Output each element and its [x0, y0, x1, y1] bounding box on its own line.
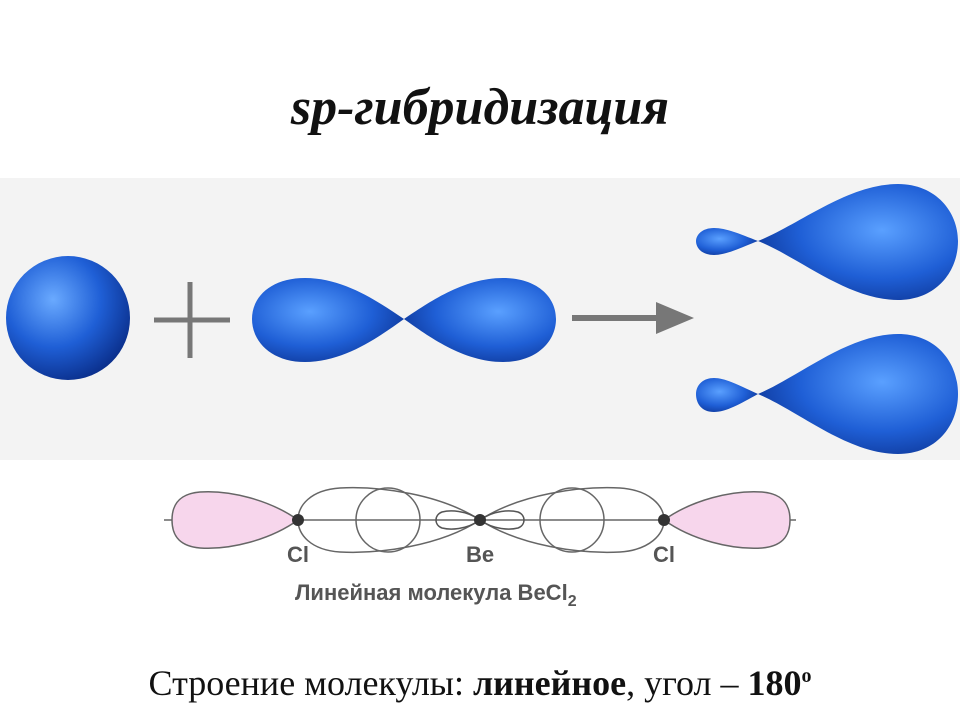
sp-hybrid-orbital-bottom [696, 334, 958, 454]
cl-atom-right [658, 514, 670, 526]
reaction-arrow-icon [572, 302, 694, 334]
plus-sign-icon [154, 282, 230, 358]
caption-shape: линейное [472, 663, 627, 703]
cl-p-circle-left [355, 487, 421, 553]
be-atom [474, 514, 486, 526]
molecule-label-main: Линейная молекула BeCl [295, 580, 568, 605]
degree-mark: o [801, 665, 812, 687]
s-orbital [6, 256, 130, 380]
caption-prefix: Строение молекулы: [148, 663, 473, 703]
cl-atom-left [292, 514, 304, 526]
molecule-label-subscript: 2 [568, 593, 577, 610]
molecule-label: Линейная молекула BeCl2 [295, 580, 577, 610]
atom-label-be: Be [466, 542, 494, 567]
orbital-hybridization-panel [0, 178, 960, 460]
cl-lobe-right [662, 491, 791, 549]
becl2-molecule-diagram: Cl Be Cl Линейная молекула BeCl2 [164, 486, 796, 610]
caption: Строение молекулы: линейное, угол – 180o [0, 662, 960, 704]
p-orbital [252, 278, 556, 362]
page-title: sp-гибридизация [290, 79, 670, 136]
atom-label-cl-left: Cl [287, 542, 309, 567]
caption-angle: 180 [747, 663, 802, 703]
cl-p-circle-right [539, 487, 605, 553]
caption-middle: , угол – [626, 663, 748, 703]
orbital-diagram [6, 184, 958, 454]
atom-label-cl-right: Cl [653, 542, 675, 567]
sp-hybrid-orbital-top [696, 184, 958, 300]
cl-lobe-left [171, 491, 300, 549]
